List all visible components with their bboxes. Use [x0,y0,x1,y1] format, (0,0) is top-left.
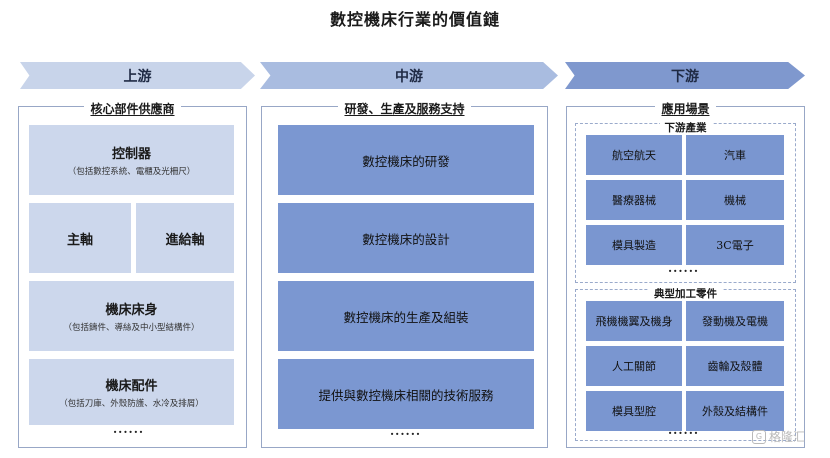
midstream-box-tech-services: 提供與數控機床相關的技術服務 [278,359,534,429]
industry-medical-devices: 醫療器械 [586,180,682,220]
downstream-panel-title: 應用場景 [655,102,716,116]
box-label: 機床配件 [105,379,158,394]
midstream-box-rnd: 數控機床的研發 [278,125,534,195]
part-casing-structure: 外殼及結構件 [686,391,784,431]
watermark-logo-icon: G [752,429,766,444]
industries-more-ellipsis: ······ [668,264,700,278]
midstream-more-ellipsis: ······ [390,427,422,441]
box-label: 提供與數控機床相關的技術服務 [318,387,494,403]
part-engine-motor: 發動機及電機 [686,301,784,341]
watermark-text: 格隆汇 [769,430,806,444]
midstream-panel-title: 研發、生產及服務支持 [338,102,471,116]
downstream-parts-group: 典型加工零件 飛機機翼及機身 發動機及電機 人工關節 齒輪及殼體 模具型腔 外殼… [575,288,796,441]
industry-machinery: 機械 [686,180,784,220]
box-label: 機床床身 [105,303,158,318]
box-label: 數控機床的生產及組裝 [343,309,469,325]
upstream-box-bed: 機床床身 （包括鑄件、導絲及中小型結構件） [29,281,234,351]
downstream-industries-group: 下游產業 航空航天 汽車 醫療器械 機械 模具製造 3C電子 ······ [575,122,796,283]
upstream-more-ellipsis: ······ [113,425,145,439]
industry-aerospace: 航空航天 [586,135,682,175]
stage-downstream-banner: 下游 [565,62,805,89]
industry-3c-electronics: 3C電子 [686,225,784,265]
stage-midstream-banner: 中游 [260,62,558,89]
box-note: （包括鑄件、導絲及中小型結構件） [63,323,200,333]
midstream-box-design: 數控機床的設計 [278,203,534,273]
part-gear-housing: 齒輪及殼體 [686,346,784,386]
industry-mold-making: 模具製造 [586,225,682,265]
upstream-panel-title: 核心部件供應商 [84,102,181,116]
downstream-panel: 應用場景 下游產業 航空航天 汽車 醫療器械 機械 模具製造 3C電子 ····… [566,102,805,448]
group-title: 下游產業 [659,122,712,134]
stage-upstream-banner: 上游 [20,62,255,89]
industry-automotive: 汽車 [686,135,784,175]
parts-more-ellipsis: ······ [668,426,700,440]
diagram-title: 數控機床行業的價值鏈 [329,10,500,29]
upstream-box-feed-axis: 進給軸 [136,203,234,273]
upstream-box-accessories: 機床配件 （包括刀庫、外殼防護、水冷及排屑） [29,359,234,425]
upstream-box-spindle: 主軸 [29,203,131,273]
box-label: 控制器 [111,147,151,162]
upstream-box-controller: 控制器 （包括數控系統、電櫃及光柵尺） [29,125,234,195]
box-label: 數控機床的設計 [362,231,450,247]
group-title: 典型加工零件 [649,288,722,300]
midstream-box-production: 數控機床的生產及組裝 [278,281,534,351]
box-label: 數控機床的研發 [362,153,450,169]
part-artificial-joint: 人工關節 [586,346,682,386]
midstream-panel: 研發、生產及服務支持 數控機床的研發 數控機床的設計 數控機床的生產及組裝 提供… [261,102,548,448]
box-note: （包括數控系統、電櫃及光柵尺） [67,167,196,177]
watermark: G 格隆汇 [752,428,805,445]
box-note: （包括刀庫、外殼防護、水冷及排屑） [59,399,204,409]
box-label: 進給軸 [165,232,205,248]
part-aircraft-wing-fuselage: 飛機機翼及機身 [586,301,682,341]
upstream-panel: 核心部件供應商 控制器 （包括數控系統、電櫃及光柵尺） 主軸 進給軸 機床床身 … [18,102,247,448]
box-label: 主軸 [66,232,93,248]
part-mold-cavity: 模具型腔 [586,391,682,431]
